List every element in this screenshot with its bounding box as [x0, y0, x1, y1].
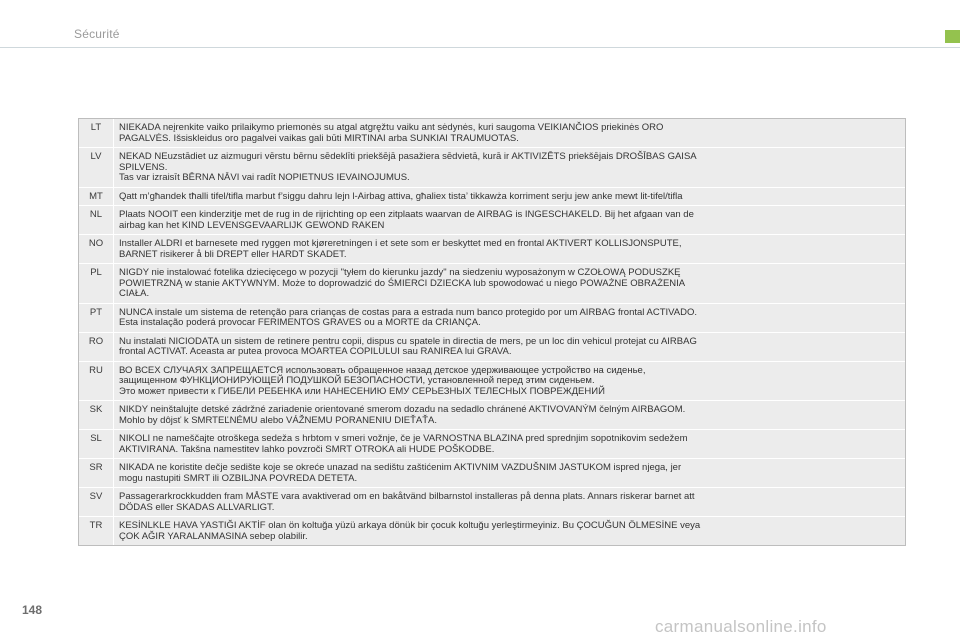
language-code: SR — [79, 459, 114, 487]
language-code: RU — [79, 361, 114, 400]
table-row: SL NIKOLI ne nameščajte otroškega sedeža… — [79, 429, 905, 458]
warning-text: NIKDY neinštalujte detské zádržné zariad… — [119, 404, 686, 426]
warning-text: NIGDY nie instalować fotelika dziecięceg… — [119, 267, 686, 299]
language-code: SK — [79, 401, 114, 429]
language-code: PT — [79, 303, 114, 332]
warning-text: NEKAD NEuzstādiet uz aizmuguri vērstu bē… — [119, 151, 697, 183]
warning-text: Plaats NOOIT een kinderzitje met de rug … — [119, 209, 694, 231]
table-row: SK NIKDY neinštalujte detské zádržné zar… — [79, 400, 905, 429]
watermark: carmanualsonline.info — [655, 617, 827, 636]
page-number: 148 — [22, 603, 43, 617]
table-row: PL NIGDY nie instalować fotelika dziecię… — [79, 263, 905, 303]
language-code: TR — [79, 517, 114, 545]
warning-text: Installer ALDRI et barnesete med ryggen … — [119, 238, 682, 260]
table-row: NL Plaats NOOIT een kinderzitje met de r… — [79, 205, 905, 234]
table-row: LV NEKAD NEuzstādiet uz aizmuguri vērstu… — [79, 147, 905, 187]
table-row: SV Passagerarkrockkudden fram MÅSTE vara… — [79, 487, 905, 516]
table-row: MT Qatt m’għandek tħalli tifel/tifla mar… — [79, 186, 905, 205]
warning-text: ВО ВСЕХ СЛУЧАЯХ ЗАПРЕЩАЕТСЯ использовать… — [119, 364, 646, 397]
warning-text: NIEKADA neįrenkite vaiko prilaikymo prie… — [119, 122, 664, 144]
language-code: NL — [79, 206, 114, 234]
table-row: PT NUNCA instale um sistema de retenção … — [79, 302, 905, 332]
language-code: SL — [79, 430, 114, 458]
language-code: PL — [79, 264, 114, 303]
table-row: RO Nu instalati NICIODATA un sistem de r… — [79, 331, 905, 361]
warning-text: Passagerarkrockkudden fram MÅSTE vara av… — [119, 491, 695, 513]
language-code: SV — [79, 488, 114, 516]
language-code: MT — [79, 187, 114, 205]
warning-text: Nu instalati NICIODATA un sistem de reti… — [119, 335, 697, 357]
warning-text: KESİNLKLE HAVA YASTIĞI AKTİF olan ön kol… — [119, 520, 701, 542]
warning-text: NUNCA instale um sistema de retenção par… — [119, 306, 698, 328]
warning-text: NIKADA ne koristite dečje sedište koje s… — [119, 462, 682, 484]
table-row: LT NIEKADA neįrenkite vaiko prilaikymo p… — [79, 119, 905, 147]
warning-text: NIKOLI ne nameščajte otroškega sedeža s … — [119, 433, 688, 455]
language-code: NO — [79, 235, 114, 263]
language-code: LV — [79, 148, 114, 187]
language-code: LT — [79, 119, 114, 147]
table-row: NO Installer ALDRI et barnesete med rygg… — [79, 234, 905, 263]
warning-text: Qatt m’għandek tħalli tifel/tifla marbut… — [119, 190, 683, 202]
table-row: SR NIKADA ne koristite dečje sedište koj… — [79, 458, 905, 487]
language-code: RO — [79, 332, 114, 361]
section-color-tab — [945, 30, 960, 43]
table-row: TR KESİNLKLE HAVA YASTIĞI AKTİF olan ön … — [79, 516, 905, 545]
section-title: Sécurité — [74, 27, 120, 41]
airbag-warning-table: LT NIEKADA neįrenkite vaiko prilaikymo p… — [78, 118, 906, 546]
table-row: RU ВО ВСЕХ СЛУЧАЯХ ЗАПРЕЩАЕТСЯ использов… — [79, 360, 905, 400]
header-divider — [0, 47, 960, 48]
